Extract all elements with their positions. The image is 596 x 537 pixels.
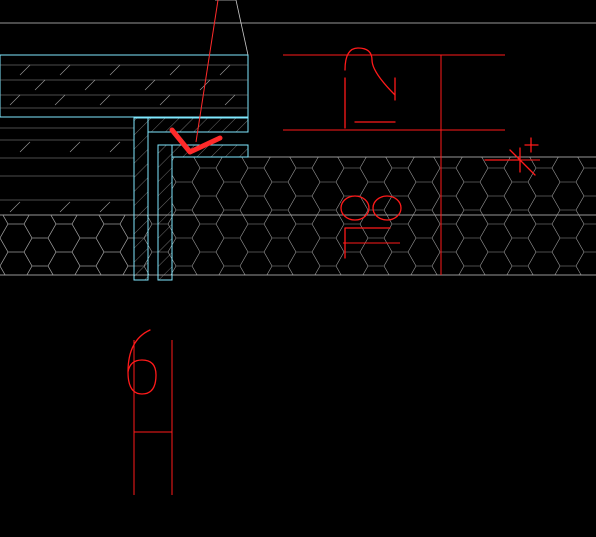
svg-text:4+: 4+ [0,0,2,1]
left-honeycomb-strip [0,215,134,275]
dim-label-6: 6 [0,0,173,495]
dim-label-18: 18 [0,0,402,259]
upper-board [0,0,249,118]
svg-text:12: 12 [0,0,2,1]
svg-text:18: 18 [0,0,2,1]
svg-text:6: 6 [0,0,1,1]
vertical-dimension-right [283,54,540,275]
right-honeycomb-slab [172,156,596,215]
angle-profile [133,117,249,281]
annotation-leader [169,0,223,155]
dim-label-right-note: 4+ [0,0,539,176]
dim-label-12: 12 [0,0,396,129]
